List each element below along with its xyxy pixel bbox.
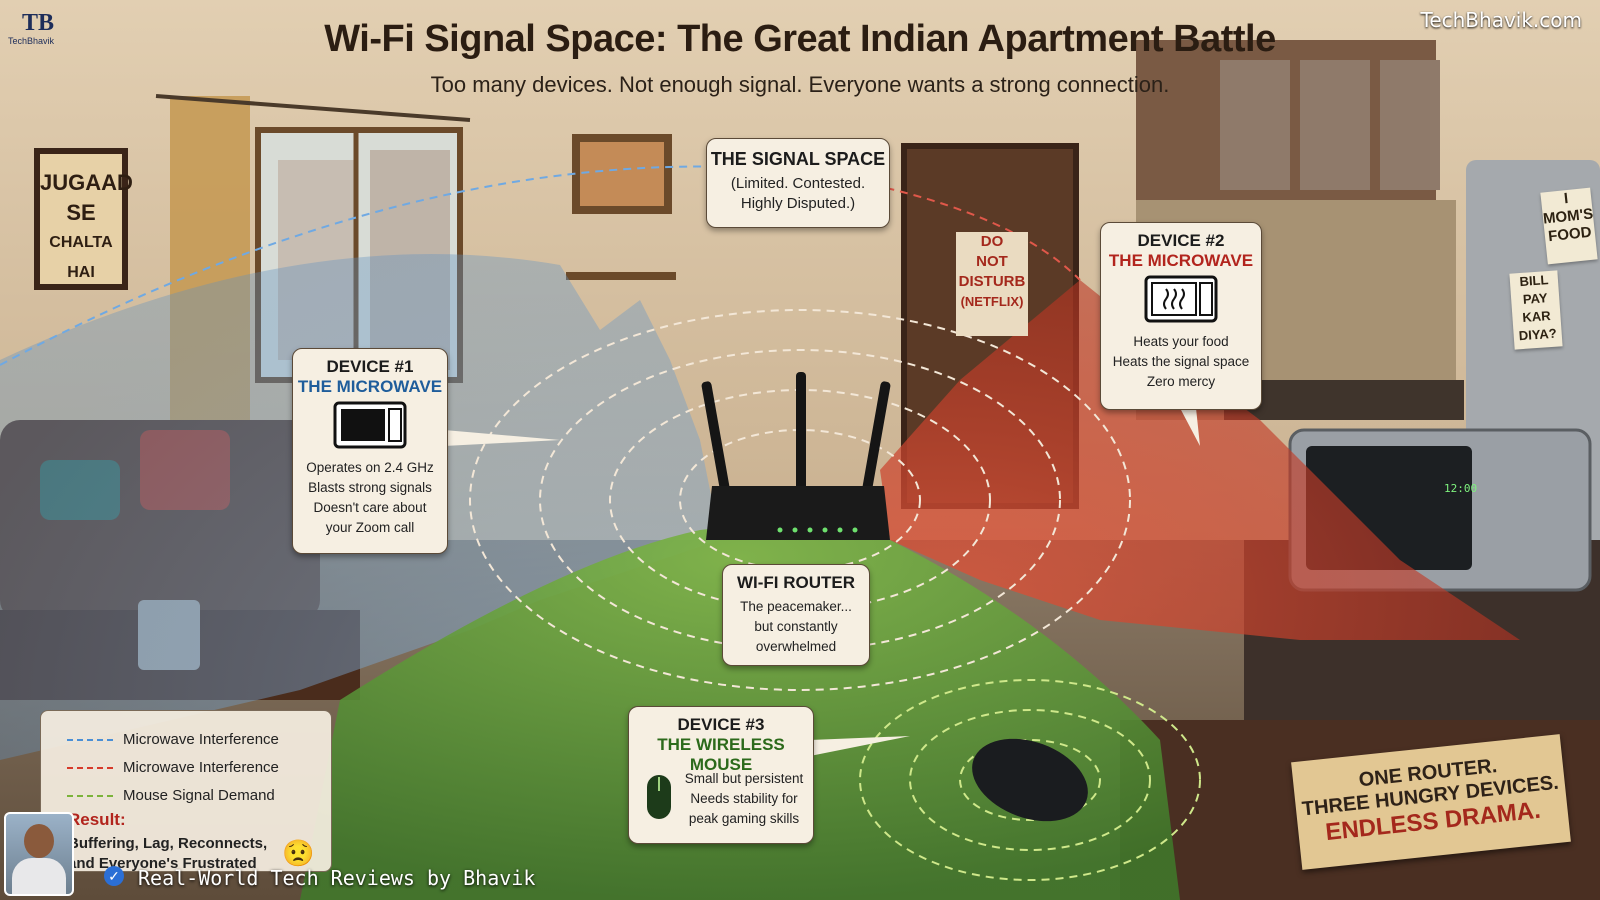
device3-card: DEVICE #3 THE WIRELESS MOUSE Small but p…	[628, 706, 814, 844]
avatar	[4, 812, 74, 896]
page-subtitle: Too many devices. Not enough signal. Eve…	[430, 72, 1170, 97]
microwave-icon	[1144, 275, 1218, 323]
router-card: WI-FI ROUTER The peacemaker... but const…	[722, 564, 870, 666]
fridge-note-bill: BILL PAY KAR DIYA?	[1509, 270, 1563, 350]
result-label: Result:	[68, 810, 126, 829]
jugaad-wall-sign: JUGAAD SE CHALTA HAI	[34, 148, 133, 290]
footer-credit: Real-World Tech Reviews by Bhavik	[138, 866, 536, 890]
device2-card: DEVICE #2 THE MICROWAVE Heats your food …	[1100, 222, 1262, 410]
worried-emoji: 😟	[282, 838, 315, 868]
signal-space-card: THE SIGNAL SPACE (Limited. Contested. Hi…	[706, 138, 890, 228]
mouse-icon	[645, 773, 673, 826]
router-device	[701, 372, 891, 540]
fridge-note-moms-food: I MOM'S FOOD	[1540, 187, 1598, 265]
wireless-mouse	[972, 738, 1088, 822]
techbhavik-logo: TB TechBhavik	[8, 10, 55, 46]
legend-item-green: Mouse Signal Demand	[67, 787, 275, 804]
brand-watermark: TechBhavik.com	[1420, 8, 1583, 32]
verified-check-icon: ✓	[104, 866, 124, 886]
page-title: Wi-Fi Signal Space: The Great Indian Apa…	[324, 18, 1276, 60]
legend-item-red: Microwave Interference	[67, 759, 279, 776]
legend-item-blue: Microwave Interference	[67, 731, 279, 748]
signal-space-heading: THE SIGNAL SPACE	[710, 149, 886, 169]
legend: Microwave Interference Microwave Interfe…	[40, 710, 332, 872]
microwave-icon	[333, 401, 407, 449]
microwave-clock: 12:00	[1444, 482, 1478, 495]
door-sign: DO NOT DISTURB (NETFLIX)	[956, 232, 1028, 336]
device1-card: DEVICE #1 THE MICROWAVE Operates on 2.4 …	[292, 348, 448, 554]
